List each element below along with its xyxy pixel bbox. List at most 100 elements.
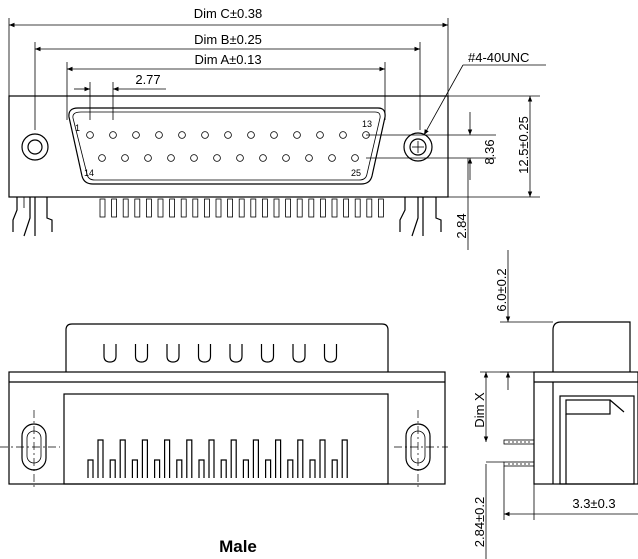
pin-tail: [111, 198, 117, 218]
front-tail-long: [341, 439, 348, 478]
dimple: [134, 344, 149, 363]
caption-male: Male: [219, 537, 257, 556]
pin-tail: [180, 198, 187, 218]
pin-tail: [343, 198, 350, 218]
tail-length-dimension: 3.3±0.3: [503, 466, 638, 520]
tail-offset-label: 2.84±0.2: [472, 497, 487, 548]
top-view: Dim C±0.38 Dim B±0.25 Dim A±0.13 2.77: [8, 6, 546, 250]
pin-1-label: 1: [75, 123, 80, 133]
front-tail-long: [252, 439, 259, 478]
dim-b-dimension: Dim B±0.25: [34, 32, 421, 130]
screw-label: #4-40UNC: [468, 50, 529, 65]
pin-tail: [250, 198, 257, 218]
front-tail-short: [287, 459, 294, 478]
pin: [201, 131, 209, 139]
dim-a-label: Dim A±0.13: [194, 52, 261, 67]
front-tail-long: [208, 439, 215, 478]
pin: [132, 131, 140, 139]
pin: [351, 154, 359, 162]
side-view: 6.0±0.2 Dim X 2.84±0.2 3.3±0.3: [472, 250, 638, 559]
pin-offset-label: 2.84: [454, 213, 469, 238]
right-boss: [394, 410, 448, 490]
pin-tail: [157, 198, 164, 218]
dimple: [197, 344, 212, 363]
pin: [259, 154, 267, 162]
pin-tail: [377, 198, 384, 218]
pin-tail: [134, 198, 141, 218]
pin: [339, 131, 347, 139]
pin-tail: [285, 198, 292, 218]
pin-tail: [215, 198, 222, 218]
left-mounting-hole: [21, 133, 49, 161]
pin-tail: [122, 198, 129, 218]
pin-tails: [99, 198, 384, 218]
front-tail-short: [154, 459, 161, 478]
front-tail-long: [164, 439, 171, 478]
pin-tail: [331, 198, 338, 218]
front-tail-short: [265, 459, 272, 478]
row-spacing-label: 8.36: [482, 139, 497, 164]
front-tail-long: [275, 439, 282, 478]
side-body: [533, 371, 638, 485]
row-spacing-dimension: 8.36: [366, 112, 497, 180]
shell-dimples: [103, 344, 338, 363]
front-tail-long: [97, 439, 104, 478]
pin: [282, 154, 290, 162]
front-view: Male: [0, 323, 448, 556]
front-tail-long: [119, 439, 126, 478]
front-tail-long: [319, 439, 326, 478]
pin-tail: [192, 198, 199, 218]
dim-x-dimension: Dim X: [472, 371, 534, 442]
pin-tail: [296, 198, 303, 218]
side-shell: [552, 321, 631, 372]
pin-tail: [308, 198, 315, 218]
front-tail-short: [220, 459, 227, 478]
pin: [270, 131, 278, 139]
front-tail-long: [297, 439, 304, 478]
front-tail-short: [331, 459, 338, 478]
pin: [305, 154, 313, 162]
front-pin-tails: [87, 439, 348, 478]
pin-tail: [99, 198, 106, 218]
pin-tail: [227, 198, 234, 218]
pin: [178, 131, 186, 139]
pin: [121, 154, 129, 162]
screw-callout: #4-40UNC: [423, 50, 546, 136]
shell-height-dimension: 6.0±0.2: [494, 250, 553, 390]
shell-outline: [65, 323, 389, 372]
insulator-block: [63, 393, 389, 485]
dim-a-dimension: Dim A±0.13: [66, 52, 386, 120]
pin-offset-dimension: 2.84: [454, 158, 469, 250]
pin-tail: [366, 198, 373, 218]
dimple: [166, 344, 180, 363]
pin-14-label: 14: [84, 168, 94, 178]
pitch-dimension: 2.77: [74, 72, 166, 120]
tail-offset-dimension: 2.84±0.2: [472, 461, 504, 559]
dim-b-label: Dim B±0.25: [194, 32, 262, 47]
pin: [316, 131, 324, 139]
pin: [247, 131, 255, 139]
pitch-label: 2.77: [135, 72, 160, 87]
right-mounting-hole: [403, 132, 433, 162]
pin: [155, 131, 163, 139]
pin-tail: [238, 198, 245, 218]
front-tail-long: [186, 439, 193, 478]
front-tail-short: [176, 459, 183, 478]
left-board-lock: [12, 197, 53, 237]
left-boss: [0, 410, 60, 490]
pin: [213, 154, 221, 162]
pin-tail: [203, 198, 210, 218]
pin-tail: [169, 198, 176, 218]
front-tail-short: [87, 459, 94, 478]
dimple: [260, 344, 275, 363]
dimple: [292, 344, 306, 363]
pin-grid: [86, 131, 370, 162]
pin-25-label: 25: [351, 168, 361, 178]
pin: [167, 154, 175, 162]
pin-tail: [354, 198, 361, 218]
dimple: [323, 344, 338, 363]
pin: [144, 154, 152, 162]
dimple: [103, 344, 117, 363]
front-tail-short: [131, 459, 138, 478]
